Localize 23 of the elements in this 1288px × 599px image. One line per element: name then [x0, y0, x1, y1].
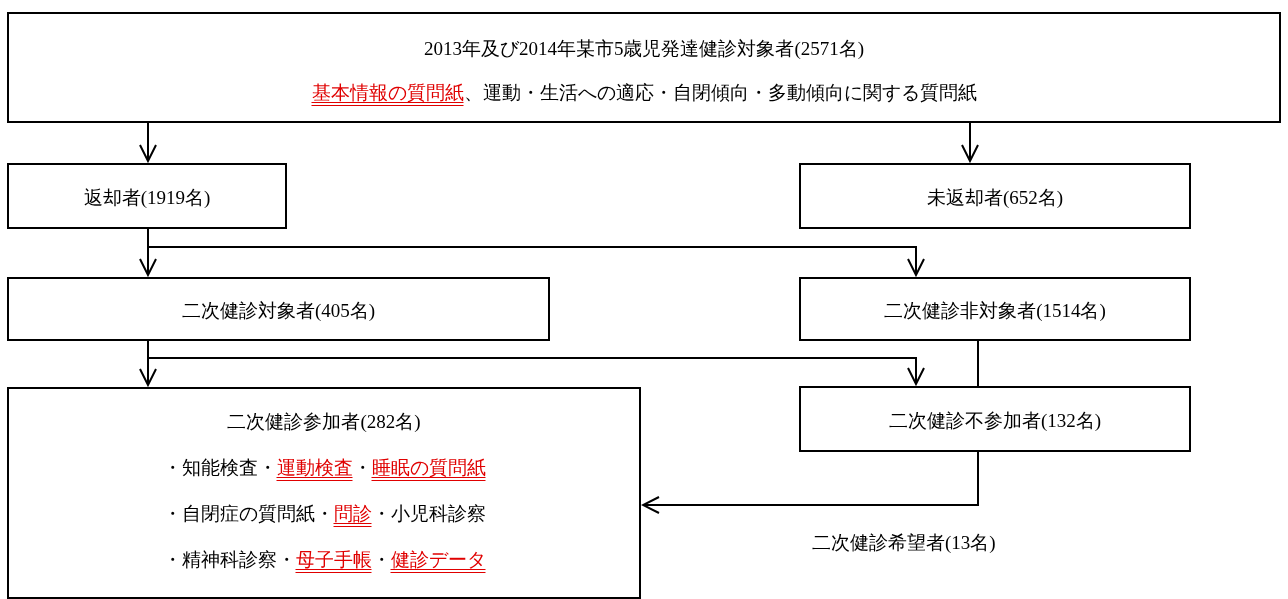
list-item: ・精神科診察・母子手帳・健診データ — [161, 548, 487, 572]
list-item: ・知能検査・運動検査・睡眠の質問紙 — [161, 456, 487, 480]
arrow — [961, 122, 979, 162]
arrow — [642, 451, 979, 514]
list-item: ・自閉症の質問紙・問診・小児科診察 — [161, 502, 487, 526]
edge-label: 二次健診希望者(13名) — [812, 530, 996, 556]
process-box — [7, 163, 287, 229]
box-text: 基本情報の質問紙、運動・生活への適応・自閉傾向・多動傾向に関する質問紙 — [310, 81, 978, 105]
connector-line — [977, 340, 979, 387]
process-box — [799, 163, 1191, 229]
process-box — [7, 12, 1281, 123]
box-text: 二次健診不参加者(132名) — [887, 409, 1103, 433]
box-text: 2013年及び2014年某市5歳児発達健診対象者(2571名) — [422, 37, 866, 61]
box-text: 返却者(1919名) — [82, 186, 212, 210]
process-box — [799, 277, 1191, 341]
process-box — [7, 387, 641, 599]
box-text: 二次健診参加者(282名) — [226, 410, 422, 434]
box-text: 二次健診非対象者(1514名) — [883, 299, 1107, 323]
box-text: 二次健診対象者(405名) — [180, 299, 377, 323]
arrow — [139, 122, 157, 162]
process-box — [799, 386, 1191, 452]
box-text: 未返却者(652名) — [925, 186, 1065, 210]
process-box — [7, 277, 550, 341]
